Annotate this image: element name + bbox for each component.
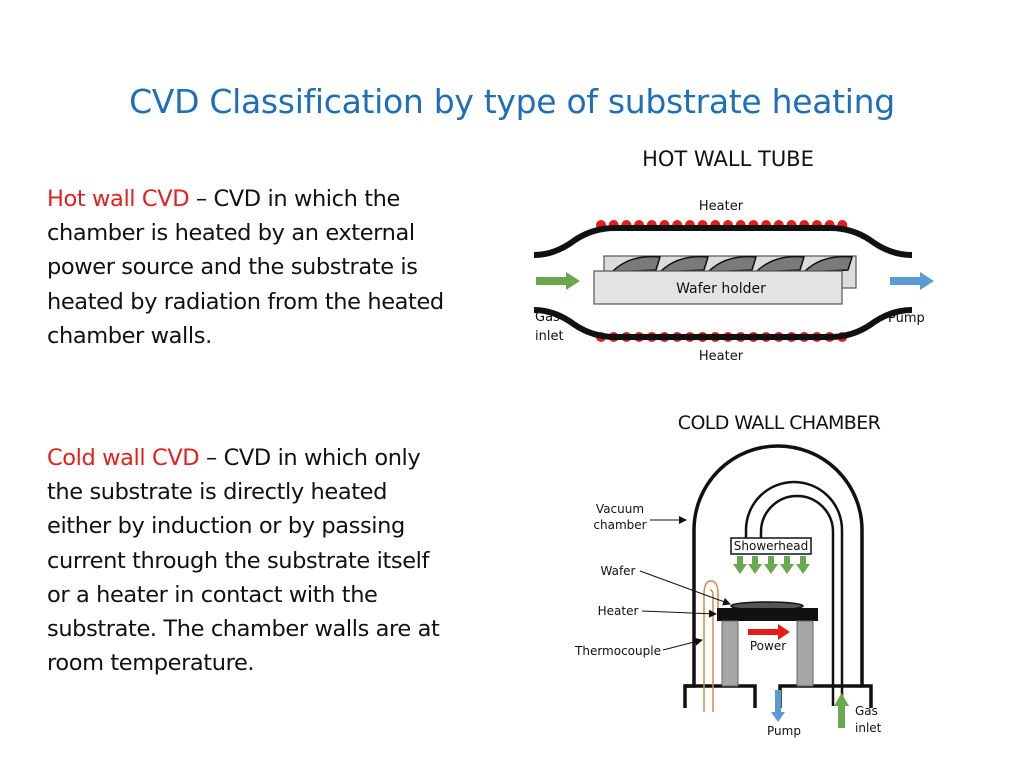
cold-wall-paragraph: Cold wall CVD – CVD in which only the su…	[47, 441, 457, 680]
pump-arrow	[890, 272, 934, 290]
hot-wall-paragraph: Hot wall CVD – CVD in which the chamber …	[47, 182, 457, 353]
power-arrow	[748, 624, 790, 640]
heater-top-label: Heater	[699, 199, 744, 214]
hot-gas-label-line2: inlet	[535, 329, 564, 344]
hot-wall-tube-diagram: HOT WALL TUBE Heater Heater Wafer holder…	[533, 147, 934, 364]
stand-right	[796, 620, 814, 687]
showerhead-gas-arrows	[733, 556, 810, 574]
wafer	[610, 255, 661, 273]
heater-bottom-label: Heater	[699, 349, 744, 364]
wafers	[610, 255, 853, 273]
chamber-dome	[683, 444, 873, 708]
thermocouple-wire	[703, 580, 719, 712]
hot-wall-term: Hot wall CVD	[47, 186, 190, 212]
power-label: Power	[750, 639, 786, 653]
cold-wall-diagram-title: COLD WALL CHAMBER	[678, 412, 881, 434]
hot-pump-label: Pump	[888, 311, 925, 326]
thermocouple-label: Thermocouple	[574, 644, 661, 658]
cold-gas-arrow	[834, 693, 849, 728]
hot-wall-description: – CVD in which the chamber is heated by …	[47, 186, 444, 349]
cold-pump-arrow	[771, 690, 785, 722]
wafer	[754, 255, 805, 273]
hot-gas-label-line1: Gas	[535, 310, 560, 325]
vacuum-chamber-label-line2: chamber	[593, 518, 646, 532]
cold-pump-label: Pump	[767, 724, 801, 738]
wafer	[802, 255, 853, 273]
cold-gas-label-line2: inlet	[855, 721, 882, 735]
showerhead-label: Showerhead	[734, 539, 808, 553]
gas-line-inner	[759, 494, 835, 706]
hot-wall-diagram-title: HOT WALL TUBE	[642, 147, 814, 171]
heater-label: Heater	[598, 604, 639, 618]
cold-wall-chamber-diagram: COLD WALL CHAMBER Showerhead	[574, 412, 882, 738]
tube-top-wall	[533, 225, 913, 258]
cold-wall-term: Cold wall CVD	[47, 445, 200, 471]
gas-line-outer	[744, 480, 844, 706]
cold-gas-label-line1: Gas	[855, 704, 878, 718]
vacuum-chamber-label-line1: Vacuum	[596, 502, 644, 516]
showerhead	[730, 537, 812, 555]
tube-bottom-wall	[533, 307, 913, 340]
cold-wall-description: – CVD in which only the substrate is dir…	[47, 445, 440, 677]
gas-inlet-arrow	[536, 272, 580, 290]
wafer-holder-label: Wafer holder	[676, 281, 766, 297]
wafer-label: Wafer	[601, 564, 636, 578]
wafer	[706, 255, 757, 273]
heater-block	[717, 608, 818, 621]
stand-left	[721, 620, 739, 687]
slide-title: CVD Classification by type of substrate …	[129, 82, 895, 121]
wafer	[658, 255, 709, 273]
wafer-holder	[593, 270, 843, 305]
